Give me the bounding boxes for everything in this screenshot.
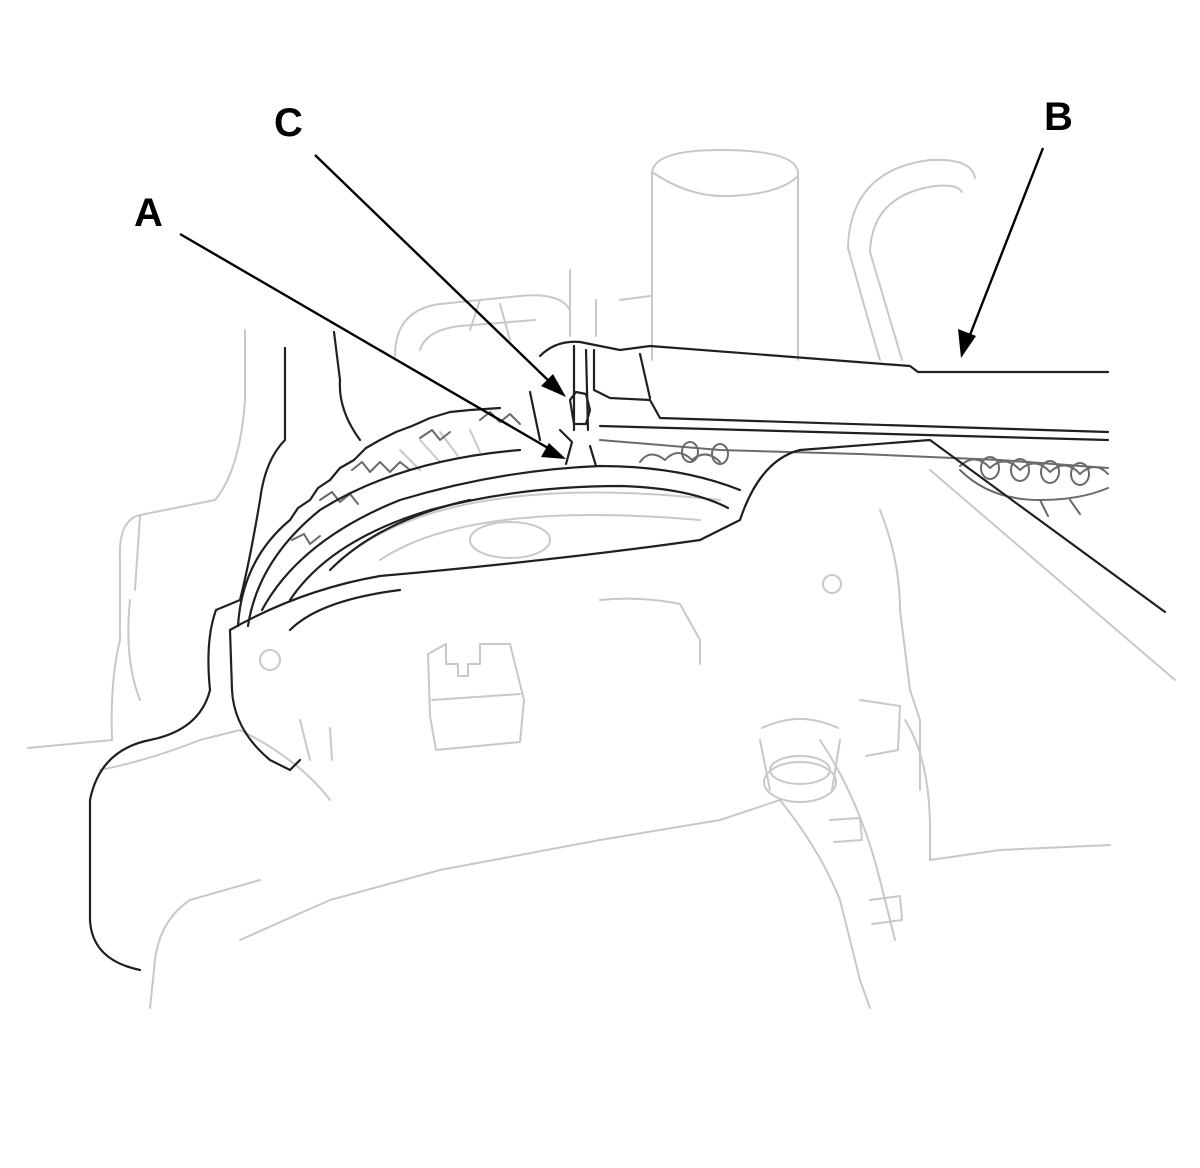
arrowhead-c: [541, 374, 566, 397]
leader-line-c: [314, 154, 553, 385]
leader-line-a: [179, 232, 549, 450]
callout-label-c: C: [274, 101, 303, 145]
callout-leaders: [179, 147, 1045, 459]
callout-label-b: B: [1044, 95, 1073, 139]
foreground-outlines: [88, 330, 1167, 972]
callout-label-a: A: [134, 191, 163, 235]
arrowhead-a: [541, 443, 566, 459]
background-structure: [27, 149, 1176, 1009]
callout-labels: A B C: [134, 95, 1073, 235]
arrowhead-b: [958, 329, 976, 358]
leader-line-b: [966, 147, 1045, 341]
chain-and-teeth: [291, 411, 1109, 545]
